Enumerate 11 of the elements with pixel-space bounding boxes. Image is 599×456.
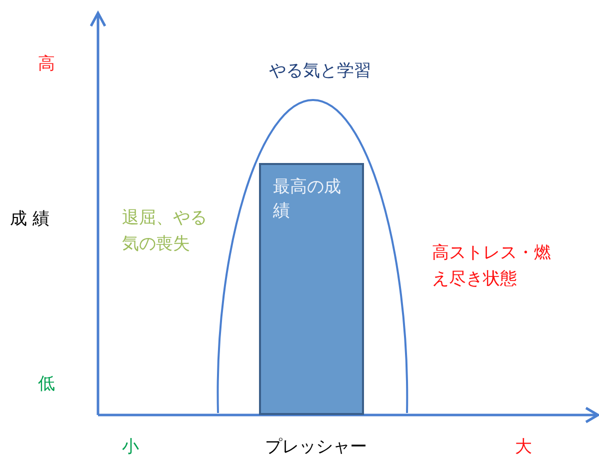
scale-label: 高 [38,53,55,75]
curve-label: やる気と学習 [269,60,371,82]
bar [259,163,364,415]
bar-label: 最高の成績 [273,176,342,223]
axis-title: プレッシャー [265,436,367,456]
axis-title: 成 績 [10,208,50,230]
scale-label: 小 [122,436,139,456]
zone-label: 高ストレス・燃え尽き状態 [432,242,552,291]
scale-label: 大 [515,436,532,456]
zone-label: 退屈、やる気の喪失 [122,207,208,256]
scale-label: 低 [38,373,55,395]
